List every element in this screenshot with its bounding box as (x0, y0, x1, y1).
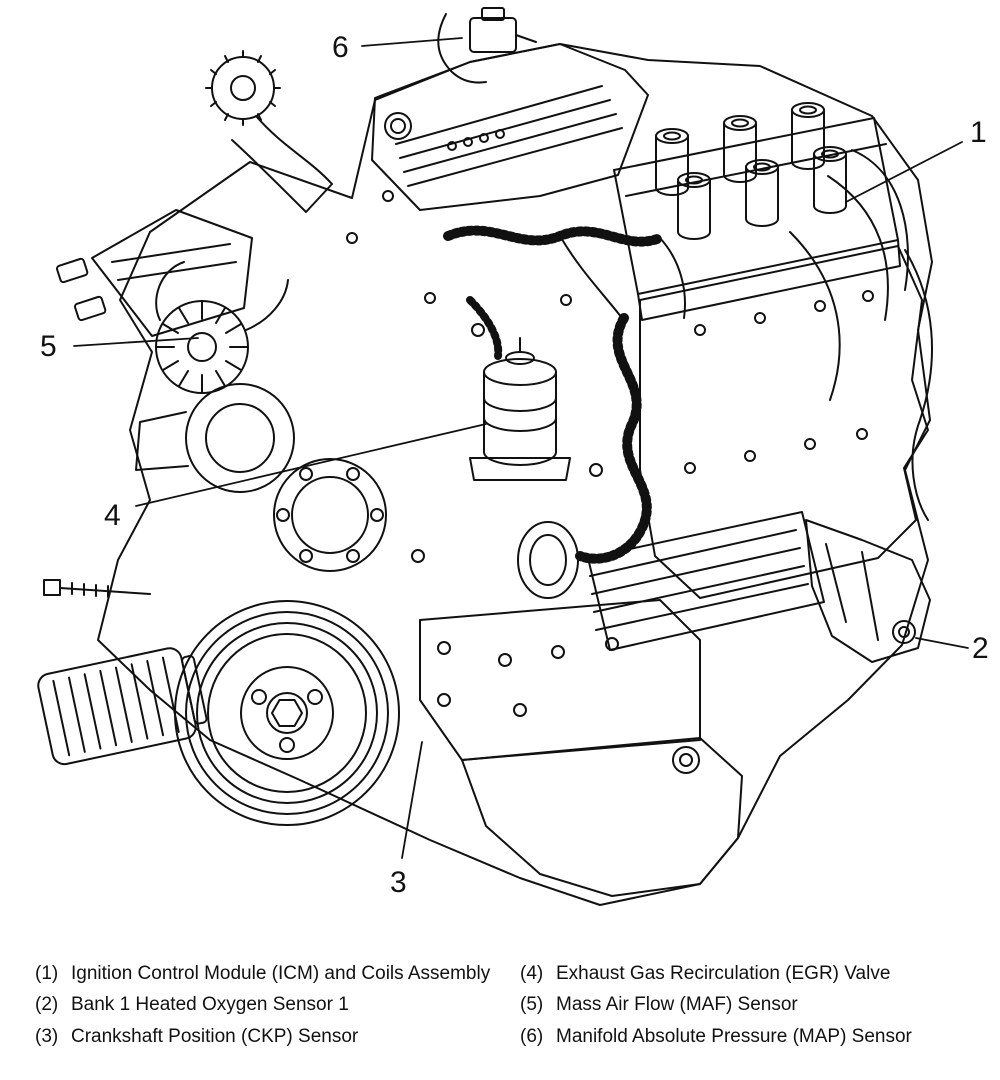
legend-item-label: Mass Air Flow (MAF) Sensor (556, 994, 798, 1016)
oil-fill-cap (205, 50, 333, 213)
leader-line-3 (401, 741, 423, 859)
legend-item: (1) Ignition Control Module (ICM) and Co… (35, 962, 500, 986)
crank-pulley (174, 600, 400, 826)
legend-item: (3) Crankshaft Position (CKP) Sensor (35, 1025, 500, 1049)
water-pump (273, 458, 387, 572)
leader-line-1 (845, 141, 963, 203)
legend: (1) Ignition Control Module (ICM) and Co… (35, 962, 965, 1056)
legend-item-number: (6) (520, 1025, 544, 1047)
maf-sensor-area (155, 261, 289, 394)
exhaust-manifold (587, 511, 825, 651)
legend-item-number: (5) (520, 994, 544, 1016)
lower-block (419, 599, 701, 761)
wiring-harness (443, 225, 686, 564)
callout-3: 3 (390, 866, 407, 899)
right-engine-block (639, 245, 933, 599)
map-sensor (437, 7, 537, 84)
callout-5: 5 (40, 330, 57, 363)
legend-item-number: (2) (35, 994, 59, 1016)
oil-pan (461, 737, 743, 897)
legend-item-label: Ignition Control Module (ICM) and Coils … (71, 963, 491, 984)
callout-4: 4 (104, 499, 121, 532)
leader-line-6 (361, 37, 463, 47)
engine-line-drawing: 1 2 3 4 5 6 (37, 7, 989, 906)
legend-item-label: Bank 1 Heated Oxygen Sensor 1 (71, 994, 349, 1016)
legend-item: (2) Bank 1 Heated Oxygen Sensor 1 (35, 993, 500, 1017)
intake-plenum (371, 43, 649, 211)
legend-item-number: (4) (520, 963, 544, 984)
callout-2: 2 (972, 632, 989, 665)
legend-item-number: (1) (35, 963, 59, 984)
leader-line-2 (915, 637, 969, 649)
coolant-port (517, 521, 579, 599)
callout-leader-lines (73, 37, 969, 859)
legend-item: (6) Manifold Absolute Pressure (MAP) Sen… (520, 1025, 965, 1049)
callout-1: 1 (970, 116, 987, 149)
legend-item-number: (3) (35, 1025, 59, 1047)
ignition-coil-module (613, 102, 909, 401)
callout-6: 6 (332, 31, 349, 64)
leader-line-4 (135, 423, 487, 507)
legend-item-label: Crankshaft Position (CKP) Sensor (71, 1025, 359, 1047)
legend-item-label: Manifold Absolute Pressure (MAP) Sensor (556, 1025, 912, 1047)
legend-item: (4) Exhaust Gas Recirculation (EGR) Valv… (520, 962, 965, 986)
legend-item-label: Exhaust Gas Recirculation (EGR) Valve (556, 963, 891, 984)
leader-line-5 (73, 337, 199, 347)
ac-compressor (135, 383, 295, 493)
misc-bolts (346, 190, 603, 563)
mounting-stud (43, 579, 151, 598)
engine-mount-bracket (805, 519, 931, 663)
legend-column-left: (1) Ignition Control Module (ICM) and Co… (35, 962, 500, 1056)
legend-column-right: (4) Exhaust Gas Recirculation (EGR) Valv… (520, 962, 965, 1056)
egr-valve (469, 337, 571, 481)
engine-figure: 1 2 3 4 5 6 (37, 7, 989, 906)
legend-item: (5) Mass Air Flow (MAF) Sensor (520, 993, 965, 1017)
left-rocker-cover (55, 209, 253, 337)
oil-filter (37, 647, 208, 766)
